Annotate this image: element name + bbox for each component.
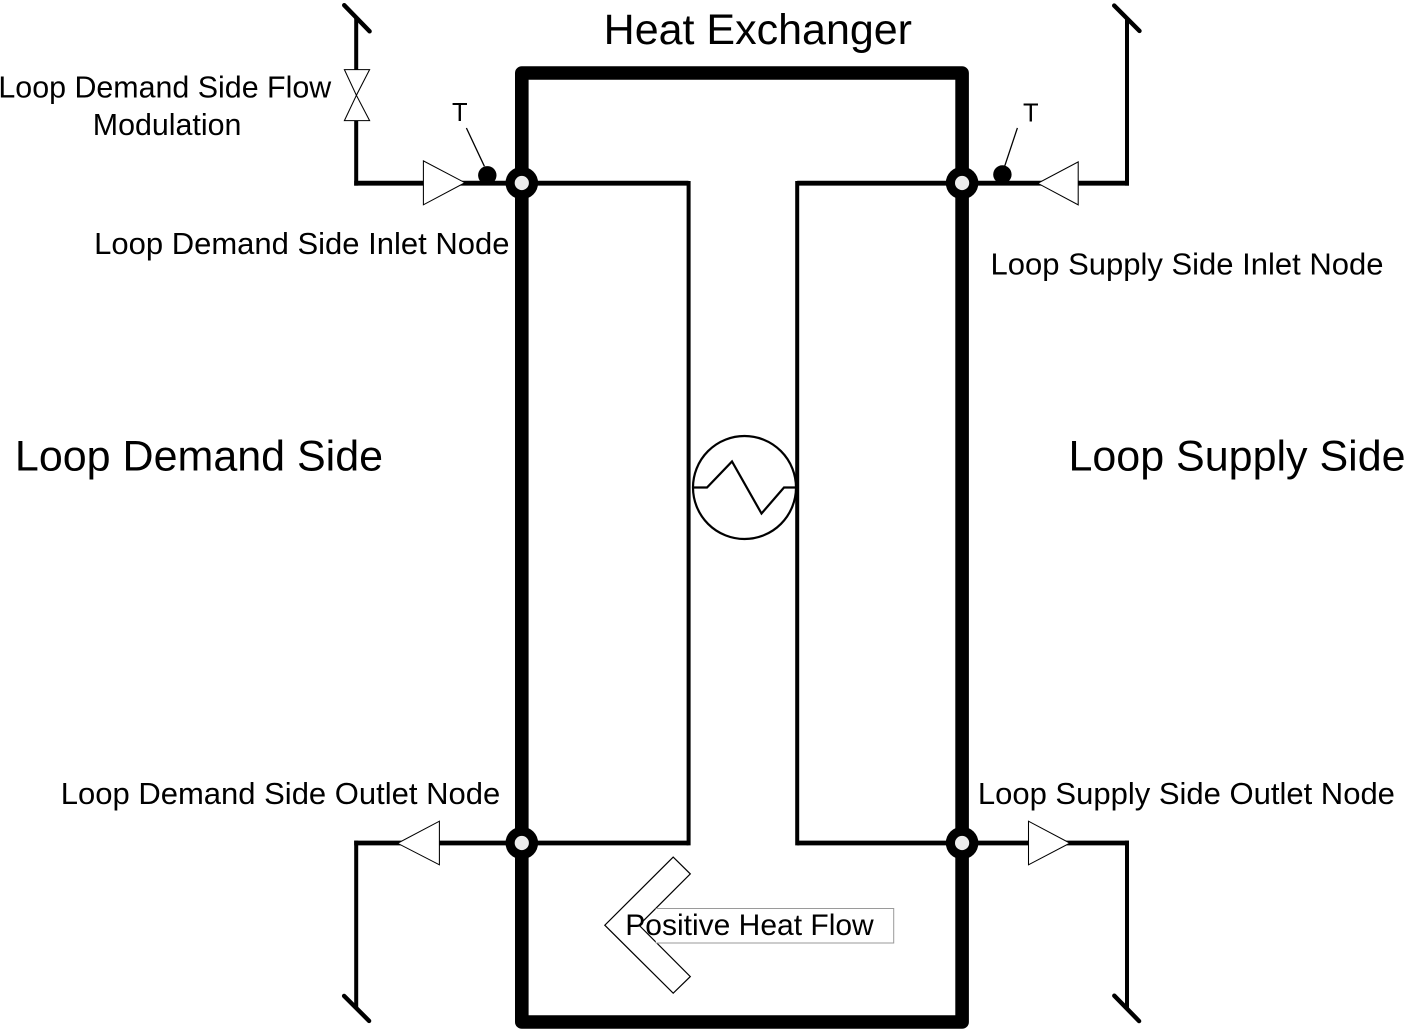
svg-text:Loop Demand Side Inlet Node: Loop Demand Side Inlet Node: [94, 226, 509, 261]
svg-text:Heat Exchanger: Heat Exchanger: [604, 6, 912, 54]
svg-text:Positive Heat Flow: Positive Heat Flow: [625, 909, 874, 942]
svg-text:Loop Supply Side Inlet Node: Loop Supply Side Inlet Node: [991, 247, 1384, 282]
svg-text:Modulation: Modulation: [93, 108, 242, 142]
svg-text:T: T: [452, 99, 468, 127]
svg-text:Loop Demand Side: Loop Demand Side: [15, 433, 383, 481]
svg-text:Loop Demand Side Flow: Loop Demand Side Flow: [0, 70, 332, 104]
svg-text:Loop Demand Side Outlet Node: Loop Demand Side Outlet Node: [61, 776, 500, 811]
svg-text:Loop Supply Side Outlet Node: Loop Supply Side Outlet Node: [978, 776, 1395, 811]
svg-text:T: T: [1023, 100, 1039, 128]
svg-text:Loop Supply Side: Loop Supply Side: [1068, 433, 1405, 481]
